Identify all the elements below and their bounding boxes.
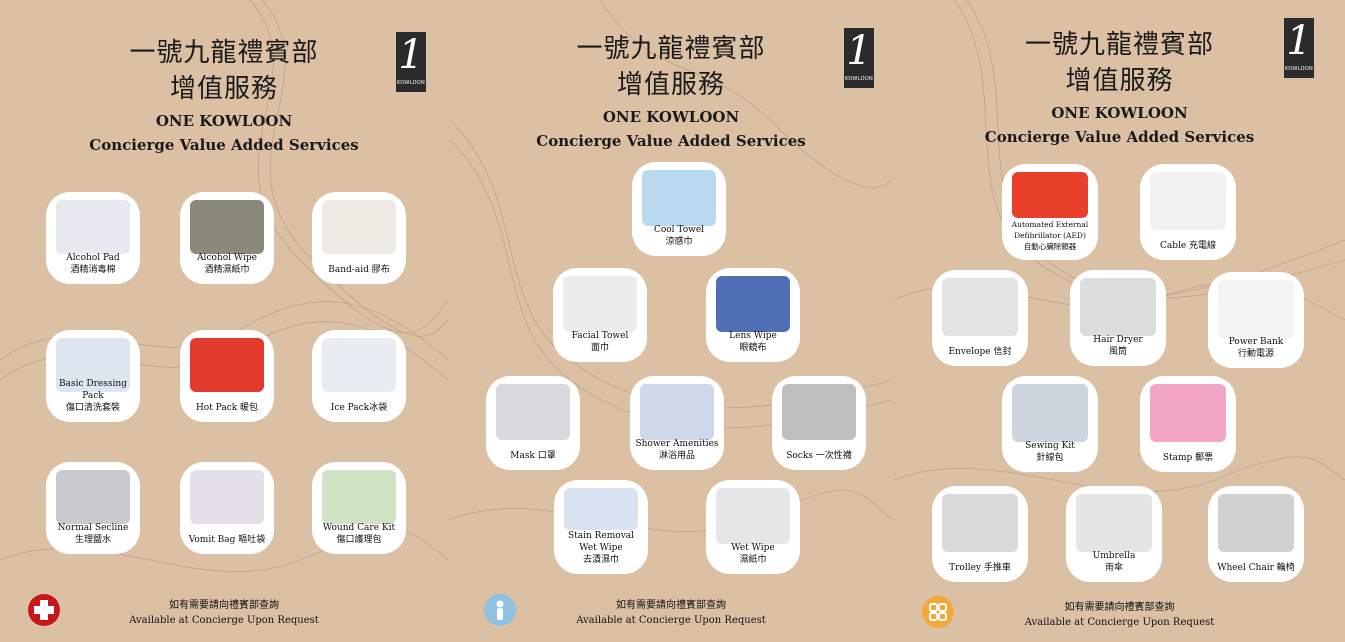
title-chinese-line2: 增值服務 — [1065, 66, 1174, 96]
hot-pack-image — [190, 338, 264, 392]
title-chinese-line2: 增值服務 — [169, 74, 278, 104]
title-chinese-line1: 一號九龍禮賓部 — [1024, 30, 1214, 60]
grid-squares-icon — [922, 596, 954, 628]
ice-pack-image — [322, 338, 396, 392]
alcohol-wipe-image — [190, 200, 264, 254]
item-socks: Socks 一次性襪 — [772, 376, 866, 470]
dressing-pack-image — [56, 338, 130, 392]
saline-image — [56, 470, 130, 524]
item-wheel-chair: Wheel Chair 輪椅 — [1208, 486, 1304, 582]
envelope-image — [942, 278, 1018, 336]
cable-image — [1150, 172, 1226, 230]
one-kowloon-logo: 1 KOWLOON — [396, 32, 426, 92]
alcohol-pad-image — [56, 200, 130, 254]
footer-chinese: 如有需要請向禮賓部查詢 — [616, 600, 726, 611]
title-chinese-line1: 一號九龍禮賓部 — [576, 34, 766, 64]
hair-dryer-image — [1080, 278, 1156, 336]
footer-english: Available at Concierge Upon Request — [576, 615, 766, 626]
cool-towel-image — [642, 170, 716, 226]
title-chinese-line1: 一號九龍禮賓部 — [129, 38, 319, 68]
footer-english: Available at Concierge Upon Request — [1024, 617, 1215, 628]
one-kowloon-logo: 1 KOWLOON — [844, 28, 874, 88]
title-english-line2: Concierge Value Added Services — [984, 128, 1255, 146]
stain-removal-image — [564, 488, 638, 530]
lens-wipe-image — [716, 276, 790, 332]
footer-chinese: 如有需要請向禮賓部查詢 — [1064, 602, 1175, 613]
wheel-chair-image — [1218, 494, 1294, 552]
band-aid-image — [322, 200, 396, 254]
socks-image — [782, 384, 856, 440]
footer-chinese: 如有需要請向禮賓部查詢 — [169, 600, 279, 611]
stamp-image — [1150, 384, 1226, 442]
vomit-bag-image — [190, 470, 264, 524]
panel-convenience: 一號九龍禮賓部 增值服務 ONE KOWLOON Concierge Value… — [894, 0, 1345, 642]
item-envelope: Envelope 信封 — [932, 270, 1028, 366]
item-trolley: Trolley 手推車 — [932, 486, 1028, 582]
title-english-line1: ONE KOWLOON — [602, 108, 740, 126]
item-vomit-bag: Vomit Bag 嘔吐袋 — [180, 462, 274, 554]
aed-image — [1012, 172, 1088, 218]
item-ice-pack: Ice Pack冰袋 — [312, 330, 406, 422]
facial-towel-image — [563, 276, 637, 332]
wound-care-kit-image — [322, 470, 396, 524]
trolley-image — [942, 494, 1018, 552]
item-hot-pack: Hot Pack 暖包 — [180, 330, 274, 422]
power-bank-image — [1218, 280, 1294, 338]
item-cable: Cable 充電線 — [1140, 164, 1236, 260]
mask-image — [496, 384, 570, 440]
wet-wipe-image — [716, 488, 790, 544]
footer-english: Available at Concierge Upon Request — [129, 615, 319, 626]
sewing-kit-image — [1012, 384, 1088, 442]
title-english-line1: ONE KOWLOON — [155, 112, 293, 130]
person-icon — [484, 594, 516, 626]
title-english-line1: ONE KOWLOON — [1051, 104, 1188, 122]
item-stamp: Stamp 郵票 — [1140, 376, 1236, 472]
item-mask: Mask 口罩 — [486, 376, 580, 470]
one-kowloon-logo: 1 KOWLOON — [1284, 18, 1314, 78]
title-english-line2: Concierge Value Added Services — [89, 136, 359, 154]
title-english-line2: Concierge Value Added Services — [536, 132, 806, 150]
panel-medical: 一號九龍禮賓部 增值服務 ONE KOWLOON Concierge Value… — [0, 0, 448, 642]
shower-amenities-image — [640, 384, 714, 440]
first-aid-cross-icon — [28, 594, 60, 626]
panel-personal-care: 一號九龍禮賓部 增值服務 ONE KOWLOON Concierge Value… — [450, 0, 892, 642]
title-chinese-line2: 增值服務 — [616, 70, 725, 100]
item-band-aid: Band-aid 膠布 — [312, 192, 406, 284]
umbrella-image — [1076, 494, 1152, 552]
